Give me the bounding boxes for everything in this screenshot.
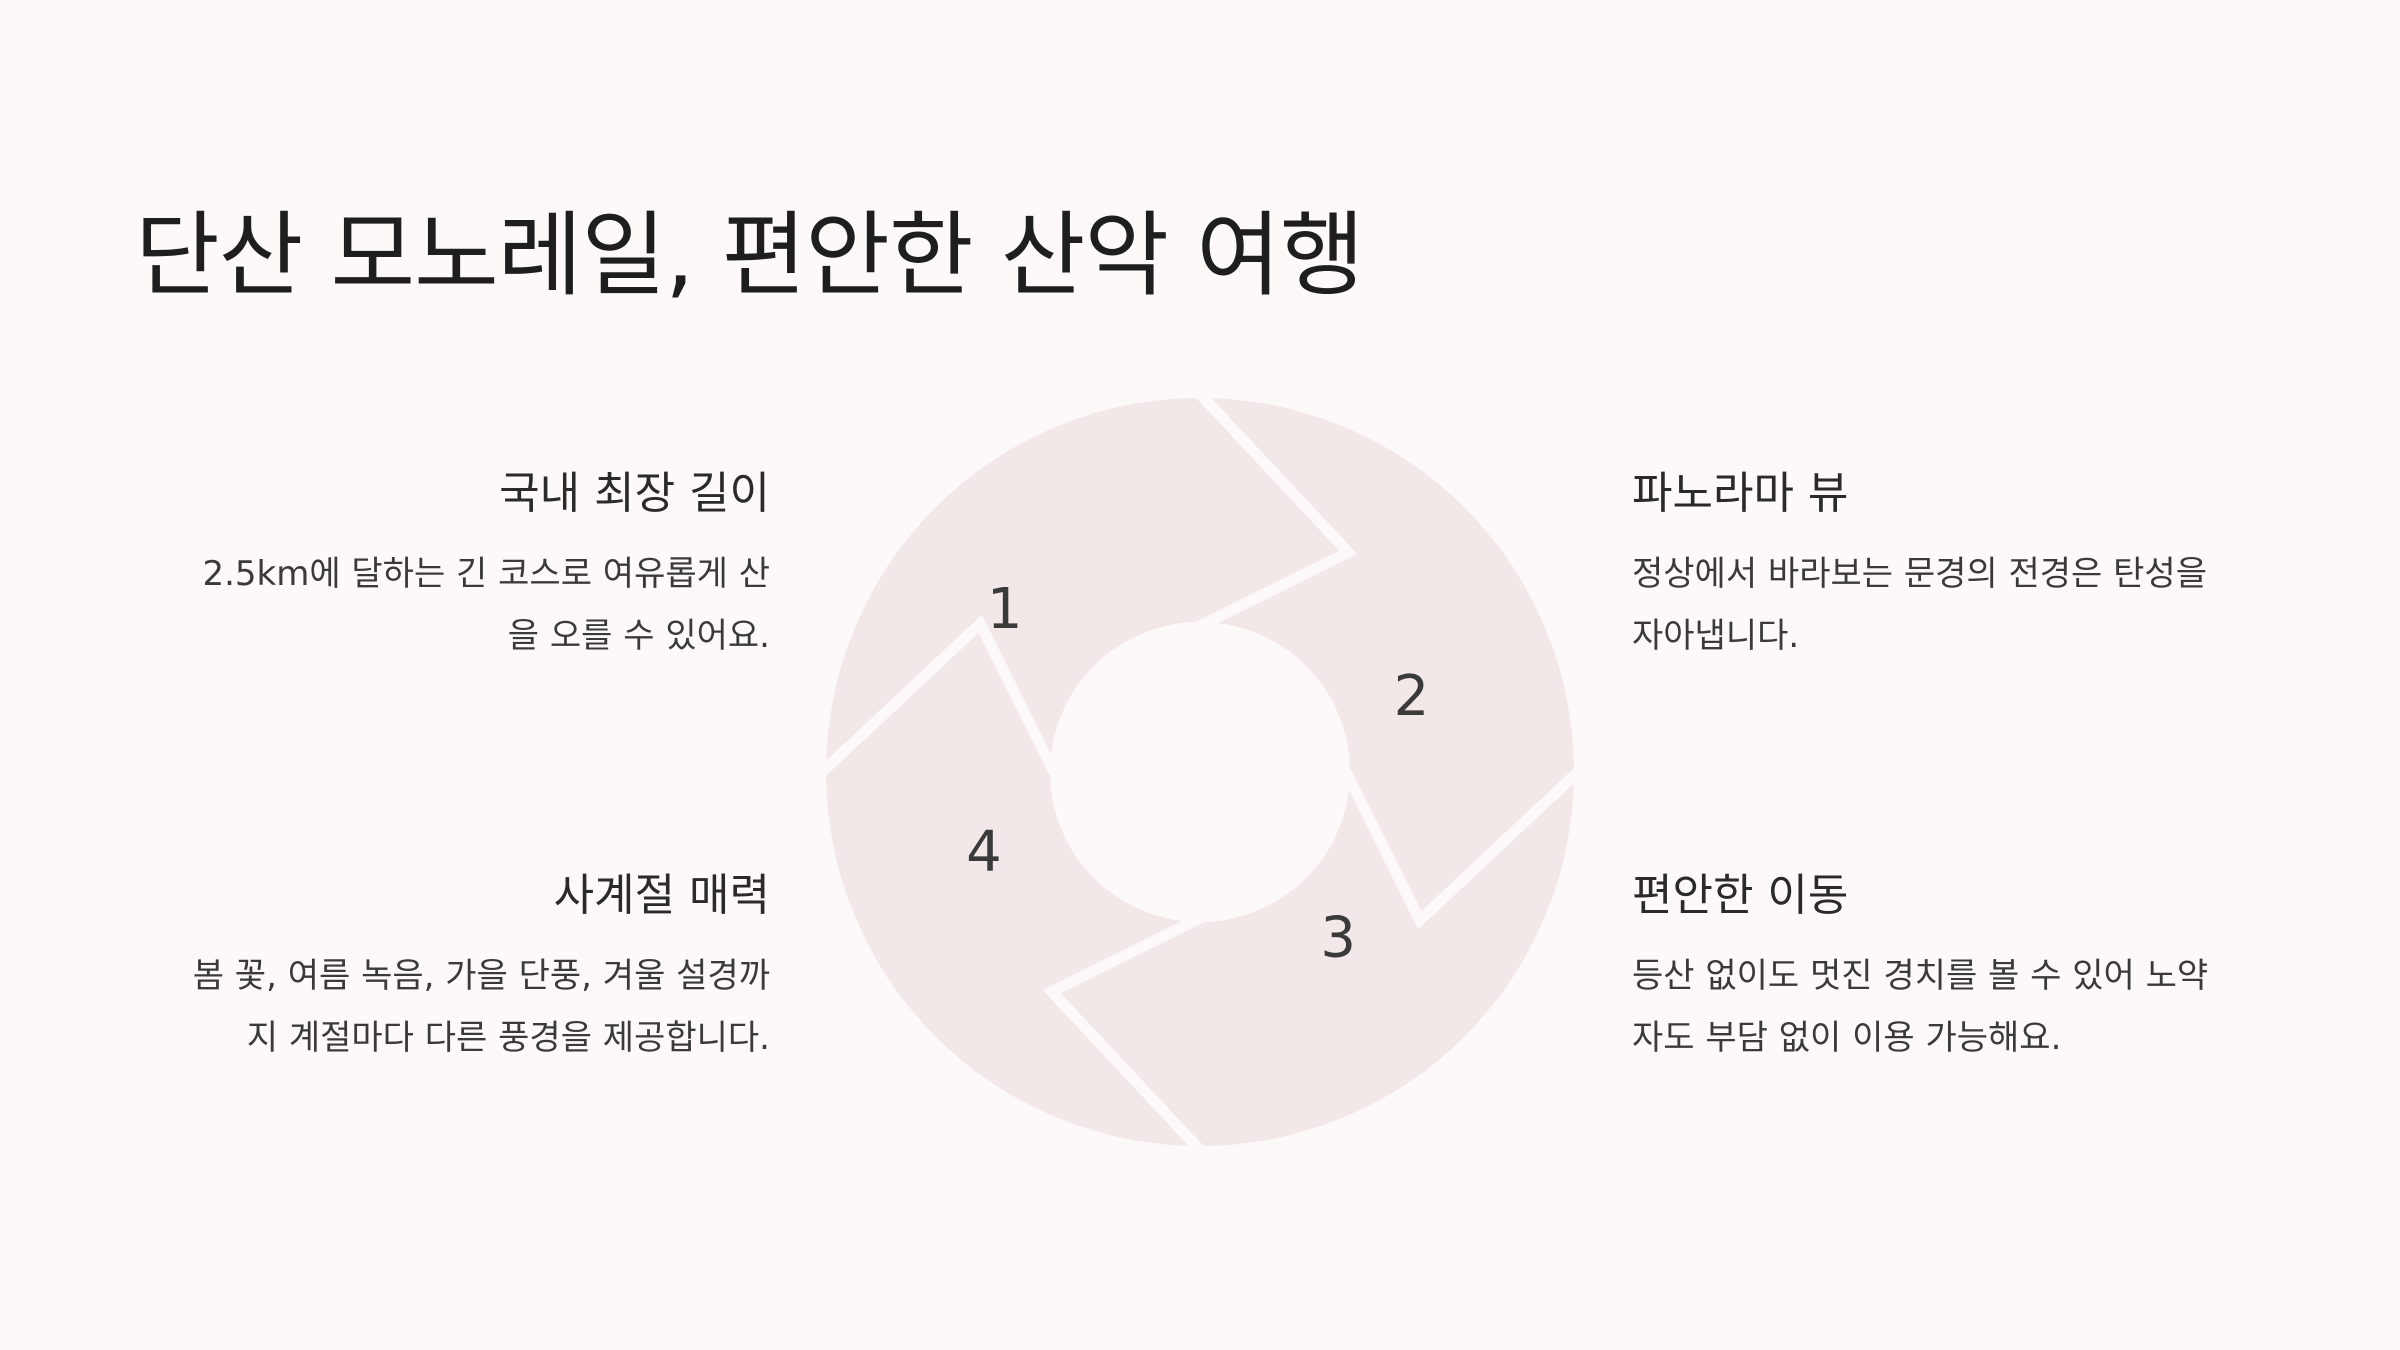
step-desc-line: 자도 부담 없이 이용 가능해요. <box>1632 1017 2062 1058</box>
page-title: 단산 모노레일, 편안한 산악 여행 <box>135 202 1365 309</box>
step-desc-line: 을 오를 수 있어요. <box>507 615 770 656</box>
segment-separator <box>1195 392 1358 631</box>
step-desc-line: 자아냅니다. <box>1632 615 1800 656</box>
step-title: 국내 최장 길이 <box>499 468 770 519</box>
cycle-diagram: 1 2 3 4 <box>820 392 1580 1152</box>
step-title: 파노라마 뷰 <box>1632 468 1849 519</box>
segment-separator <box>1042 913 1205 1152</box>
step-desc-line: 봄 꽃, 여름 녹음, 가을 단풍, 겨울 설경까 <box>192 955 770 996</box>
segment-number-1: 1 <box>987 577 1023 642</box>
segment-number-3: 3 <box>1320 906 1356 971</box>
segment-separator <box>820 614 1059 777</box>
step-desc-line: 정상에서 바라보는 문경의 전경은 탄성을 <box>1632 553 2207 594</box>
segment-separator <box>1341 767 1580 930</box>
step-title: 편안한 이동 <box>1632 870 1849 921</box>
step-desc-line: 지 계절마다 다른 풍경을 제공합니다. <box>246 1017 770 1058</box>
step-title: 사계절 매력 <box>553 870 770 921</box>
segment-number-4: 4 <box>966 820 1002 885</box>
step-desc-line: 2.5km에 달하는 긴 코스로 여유롭게 산 <box>202 553 770 594</box>
step-desc-line: 등산 없이도 멋진 경치를 볼 수 있어 노약 <box>1632 955 2209 996</box>
cycle-ring <box>826 398 1574 1146</box>
segment-number-2: 2 <box>1394 664 1430 729</box>
